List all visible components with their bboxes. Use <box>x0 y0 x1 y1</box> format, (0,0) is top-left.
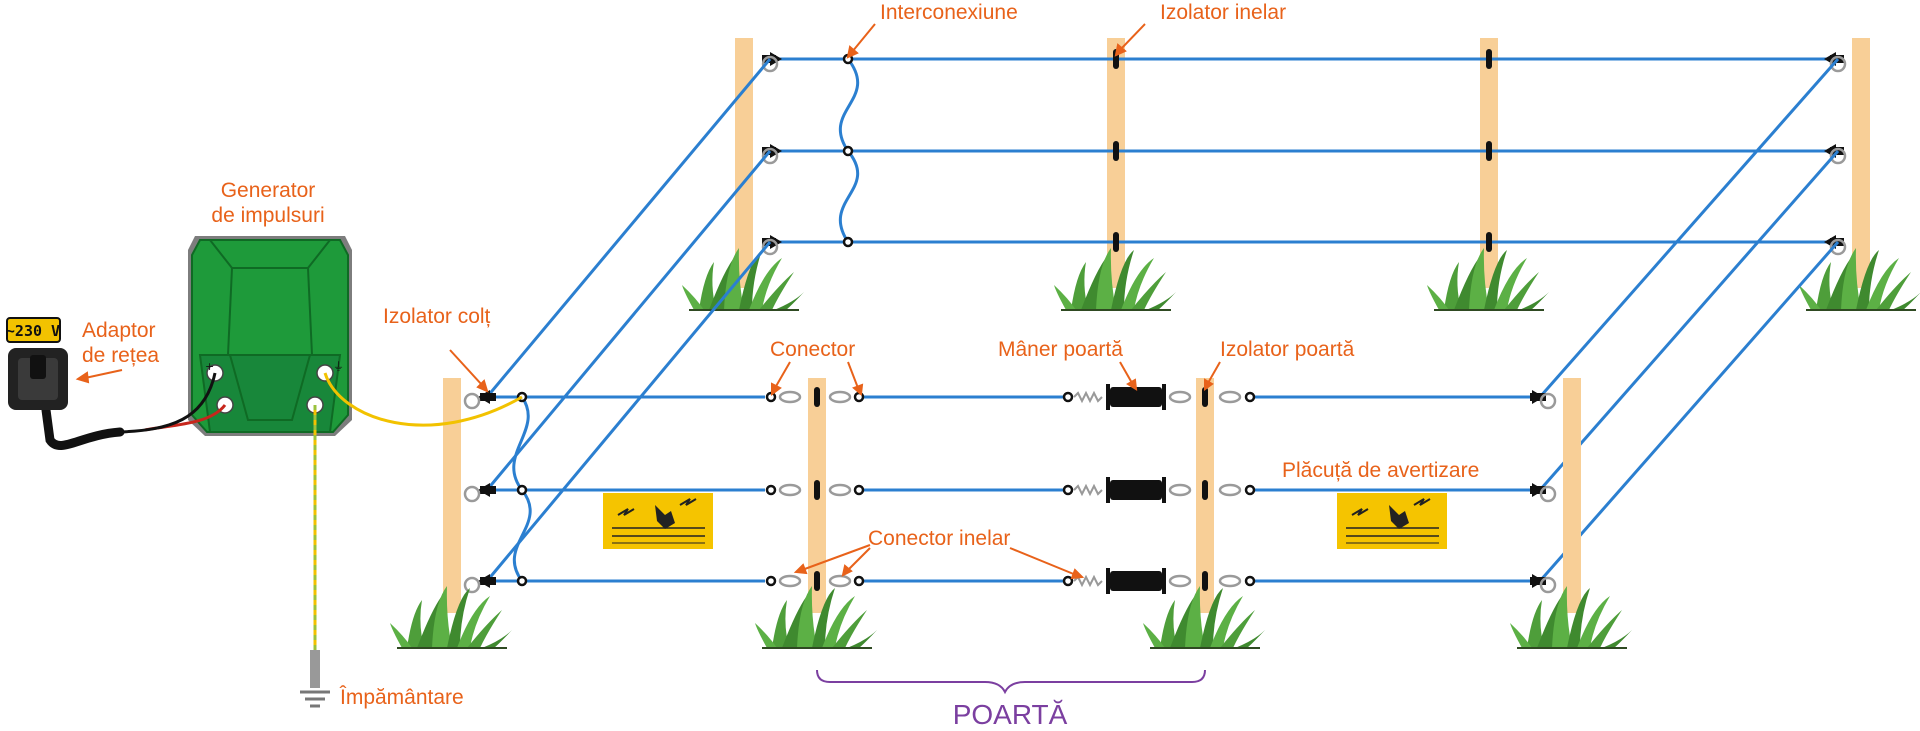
back-post-1 <box>735 38 753 288</box>
label-generator-line1: Generator <box>221 179 316 202</box>
label-ring-insulator: Izolator inelar <box>1160 1 1286 24</box>
svg-text:+: + <box>205 360 214 373</box>
back-post-3 <box>1480 38 1498 288</box>
gate-brace <box>816 669 1206 695</box>
front-post-1 <box>443 378 461 613</box>
back-post-4 <box>1852 38 1870 288</box>
back-post-2 <box>1107 38 1125 288</box>
generator-cables <box>41 372 523 650</box>
power-adapter: ~230 V <box>6 317 68 410</box>
front-post-4 <box>1563 378 1581 613</box>
svg-text:⏚: ⏚ <box>333 360 344 373</box>
pulse-generator: + ⏚ <box>188 236 352 436</box>
label-adapter-line1: Adaptor <box>82 319 156 342</box>
label-generator-line2: de impulsuri <box>211 204 324 227</box>
label-warning-sign: Plăcuță de avertizare <box>1282 459 1479 482</box>
gate-handles <box>1062 384 1256 594</box>
front-fence <box>389 378 1633 649</box>
labels: Interconexiune Izolator inelar Generator… <box>82 1 1479 730</box>
warning-sign-left <box>603 493 713 549</box>
label-connector: Conector <box>770 338 855 361</box>
label-adapter-line2: de rețea <box>82 344 159 367</box>
warning-sign-right <box>1337 493 1447 549</box>
label-interconnection: Interconexiune <box>880 1 1018 24</box>
voltage-badge: ~230 V <box>6 322 60 340</box>
label-gate: POARTĂ <box>953 699 1068 730</box>
label-gate-handle: Mâner poartă <box>998 338 1123 361</box>
ground-symbol <box>300 650 330 708</box>
callout-arrows <box>75 23 1221 580</box>
label-ring-connector: Conector inelar <box>868 527 1010 550</box>
back-fence <box>681 38 1920 311</box>
side-wires <box>485 58 1840 582</box>
label-corner-insulator: Izolator colț <box>383 305 491 328</box>
label-gate-insulator: Izolator poartă <box>1220 338 1355 361</box>
label-grounding: Împământare <box>339 686 464 709</box>
